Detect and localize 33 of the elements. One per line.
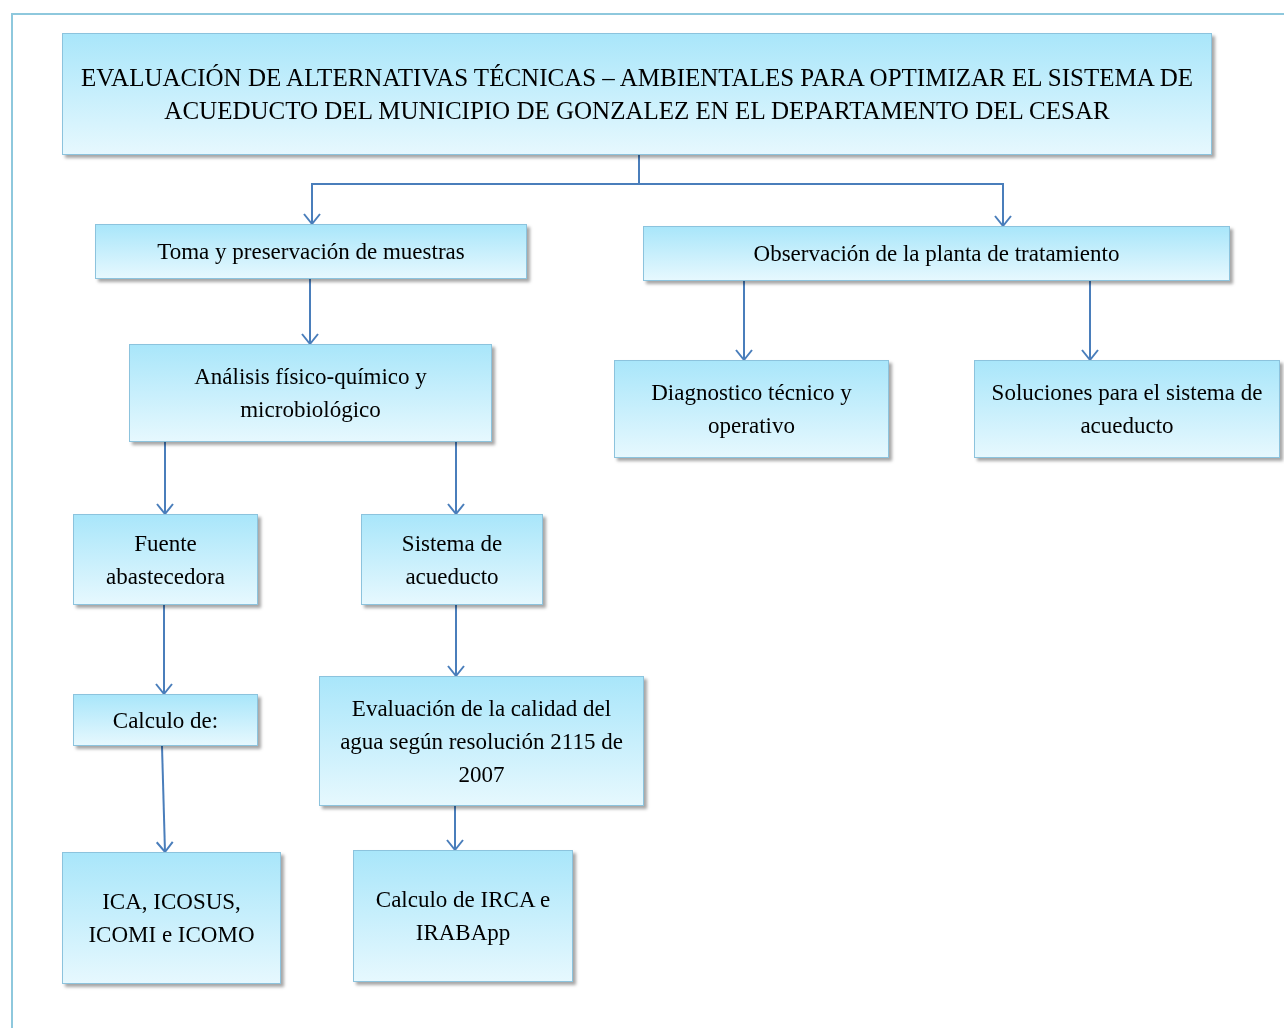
process-box xyxy=(73,514,258,605)
box-text: ICA, ICOSUS, ICOMI e ICOMO xyxy=(87,888,256,949)
box-text: EVALUACIÓN DE ALTERNATIVAS TÉCNICAS – AMBIENTALES PARA OPTIMIZAR EL SISTEMA DE ACUEDUCTO DEL MUNICIPIO DE GONZALEZ EN EL DEPARTAMENTO DEL CESAR xyxy=(80,63,1194,126)
process-box xyxy=(319,676,644,806)
box-text: Toma y preservación de muestras xyxy=(157,238,465,266)
box-text: Sistema de acueducto xyxy=(400,529,504,591)
box-text: Soluciones para el sistema de acueducto xyxy=(990,379,1264,440)
process-box xyxy=(62,33,1212,155)
arrow xyxy=(446,805,464,851)
arrow xyxy=(156,441,174,515)
arrow xyxy=(447,441,465,515)
arrow xyxy=(301,278,319,345)
process-box xyxy=(73,694,258,746)
box-text: Observación de la planta de tratamiento xyxy=(753,240,1120,268)
process-box xyxy=(62,852,281,984)
box-text: Análisis físico-químico y microbiológico xyxy=(193,363,428,424)
arrow xyxy=(447,604,465,677)
box-text: Fuente abastecedora xyxy=(105,529,226,591)
arrow xyxy=(1081,280,1099,361)
process-box xyxy=(361,514,543,605)
process-box xyxy=(95,224,527,279)
box-text: Evaluación de la calidad del agua según resolución 2115 de 2007 xyxy=(339,694,624,789)
process-box xyxy=(974,360,1280,458)
box-text: Calculo de: xyxy=(112,706,219,735)
box-text: Calculo de IRCA e IRABApp xyxy=(374,886,552,947)
process-box xyxy=(353,850,573,982)
arrow xyxy=(155,745,174,853)
process-box xyxy=(129,344,492,442)
process-box xyxy=(643,226,1230,281)
process-box xyxy=(614,360,889,458)
box-text: Diagnostico técnico y operativo xyxy=(650,379,853,440)
arrow xyxy=(735,280,753,361)
arrow xyxy=(155,604,173,695)
